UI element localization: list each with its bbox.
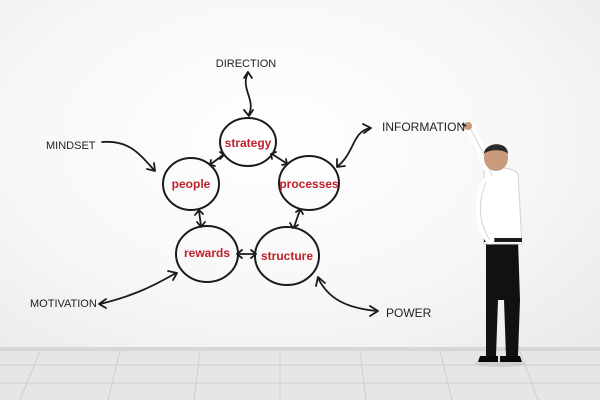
baseboard — [0, 347, 600, 351]
label-mindset: MINDSET — [46, 140, 96, 152]
label-power: POWER — [386, 306, 432, 320]
information-arrow — [337, 127, 371, 167]
node-circle — [162, 157, 220, 211]
mindset-arrow — [101, 140, 155, 171]
outer-direction: DIRECTION — [216, 58, 277, 117]
node-label-strategy: strategy — [225, 136, 272, 150]
hair — [484, 144, 508, 154]
power-arrow — [317, 277, 378, 312]
arrow-rewards-structure — [236, 249, 257, 259]
shadow — [474, 361, 526, 367]
outer-mindset: MINDSET — [46, 140, 156, 172]
inter-node-arrows — [194, 151, 304, 259]
trousers — [486, 240, 520, 356]
node-label-people: people — [172, 177, 211, 191]
node-circle — [278, 155, 340, 211]
motivation-arrow — [99, 272, 177, 305]
node-label-structure: structure — [261, 249, 313, 263]
arrow-processes-structure — [289, 208, 304, 229]
arrow-strategy-processes — [270, 151, 288, 166]
node-label-rewards: rewards — [184, 246, 230, 260]
hand — [464, 122, 472, 130]
outer-power: POWER — [315, 276, 432, 320]
outer-motivation: MOTIVATION — [30, 270, 178, 310]
label-direction: DIRECTION — [216, 58, 277, 70]
businessman-figure — [461, 122, 526, 367]
node-label-processes: processes — [279, 177, 339, 191]
floor-tiles — [0, 350, 600, 400]
head — [484, 145, 508, 171]
outer-information: INFORMATION — [336, 120, 465, 168]
shoe-right — [500, 356, 522, 362]
node-circle — [219, 117, 277, 167]
node-rewards: rewards — [175, 225, 239, 283]
node-circle — [254, 226, 320, 286]
direction-arrow — [244, 72, 252, 115]
arrow-strategy-people — [209, 151, 225, 167]
node-processes: processes — [278, 155, 340, 211]
label-motivation: MOTIVATION — [30, 298, 97, 310]
label-information: INFORMATION — [382, 120, 465, 134]
arrow-people-rewards — [194, 209, 206, 228]
node-strategy: strategy — [219, 117, 277, 167]
belt — [484, 238, 522, 242]
shoe-left — [478, 356, 498, 362]
marker-pen — [461, 123, 467, 127]
node-people: people — [162, 157, 220, 211]
node-structure: structure — [254, 226, 320, 286]
